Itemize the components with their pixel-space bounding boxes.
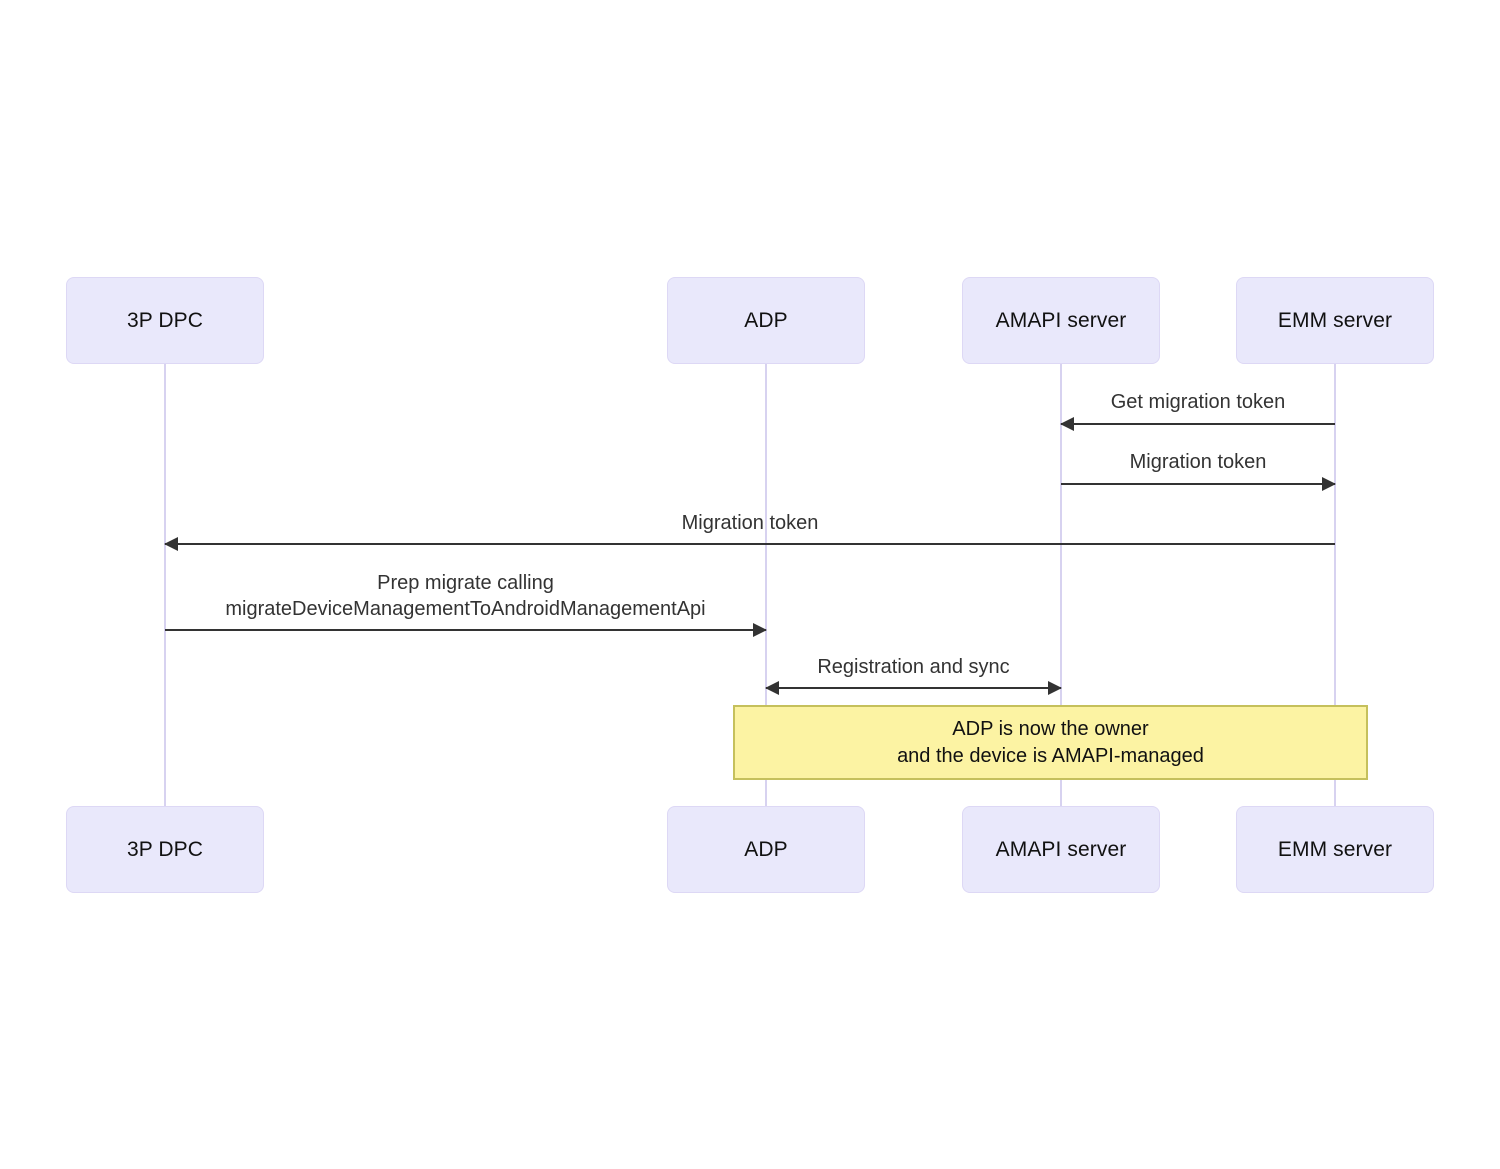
participant-box-bottom-adp[interactable]: ADP: [667, 806, 865, 893]
message-line: [1061, 483, 1335, 485]
participant-box-top-3p-dpc[interactable]: 3P DPC: [66, 277, 264, 364]
message-line: [766, 687, 1061, 689]
message-label-migration-token-amapi-emm: Migration token: [1129, 451, 1267, 473]
message-line: [1061, 423, 1335, 425]
message-label-registration-and-sync: Registration and sync: [817, 656, 1010, 678]
message-arrow-registration-and-sync: [765, 681, 1062, 695]
note-adp-is-now-the-owner: ADP is now the owner and the device is A…: [733, 705, 1368, 780]
message-line: [165, 543, 1335, 545]
lifeline-adp: [765, 364, 767, 806]
message-arrow-migration-token-amapi-emm: [1061, 477, 1336, 491]
message-arrow-migration-token-emm-dpc: [164, 537, 1335, 551]
message-arrow-prep-migrate-calling: [165, 623, 767, 637]
arrowhead-left-icon: [765, 681, 779, 695]
message-line: [165, 629, 766, 631]
lifeline-3p-dpc: [164, 364, 166, 806]
arrowhead-left-icon: [1060, 417, 1074, 431]
arrowhead-right-icon: [753, 623, 767, 637]
message-label-get-migration-token: Get migration token: [1110, 391, 1286, 413]
message-label-migration-token-emm-dpc: Migration token: [681, 512, 819, 534]
arrowhead-left-icon: [164, 537, 178, 551]
lifeline-emm-server: [1334, 364, 1336, 806]
participant-box-top-emm-server[interactable]: EMM server: [1236, 277, 1434, 364]
lifeline-amapi-server: [1060, 364, 1062, 806]
arrowhead-right-icon: [1322, 477, 1336, 491]
participant-box-bottom-emm-server[interactable]: EMM server: [1236, 806, 1434, 893]
message-label-prep-migrate-calling: Prep migrate calling migrateDeviceManage…: [225, 572, 706, 620]
participant-box-bottom-amapi-server[interactable]: AMAPI server: [962, 806, 1160, 893]
message-arrow-get-migration-token: [1060, 417, 1335, 431]
participant-box-top-adp[interactable]: ADP: [667, 277, 865, 364]
arrowhead-right-icon: [1048, 681, 1062, 695]
participant-box-top-amapi-server[interactable]: AMAPI server: [962, 277, 1160, 364]
participant-box-bottom-3p-dpc[interactable]: 3P DPC: [66, 806, 264, 893]
